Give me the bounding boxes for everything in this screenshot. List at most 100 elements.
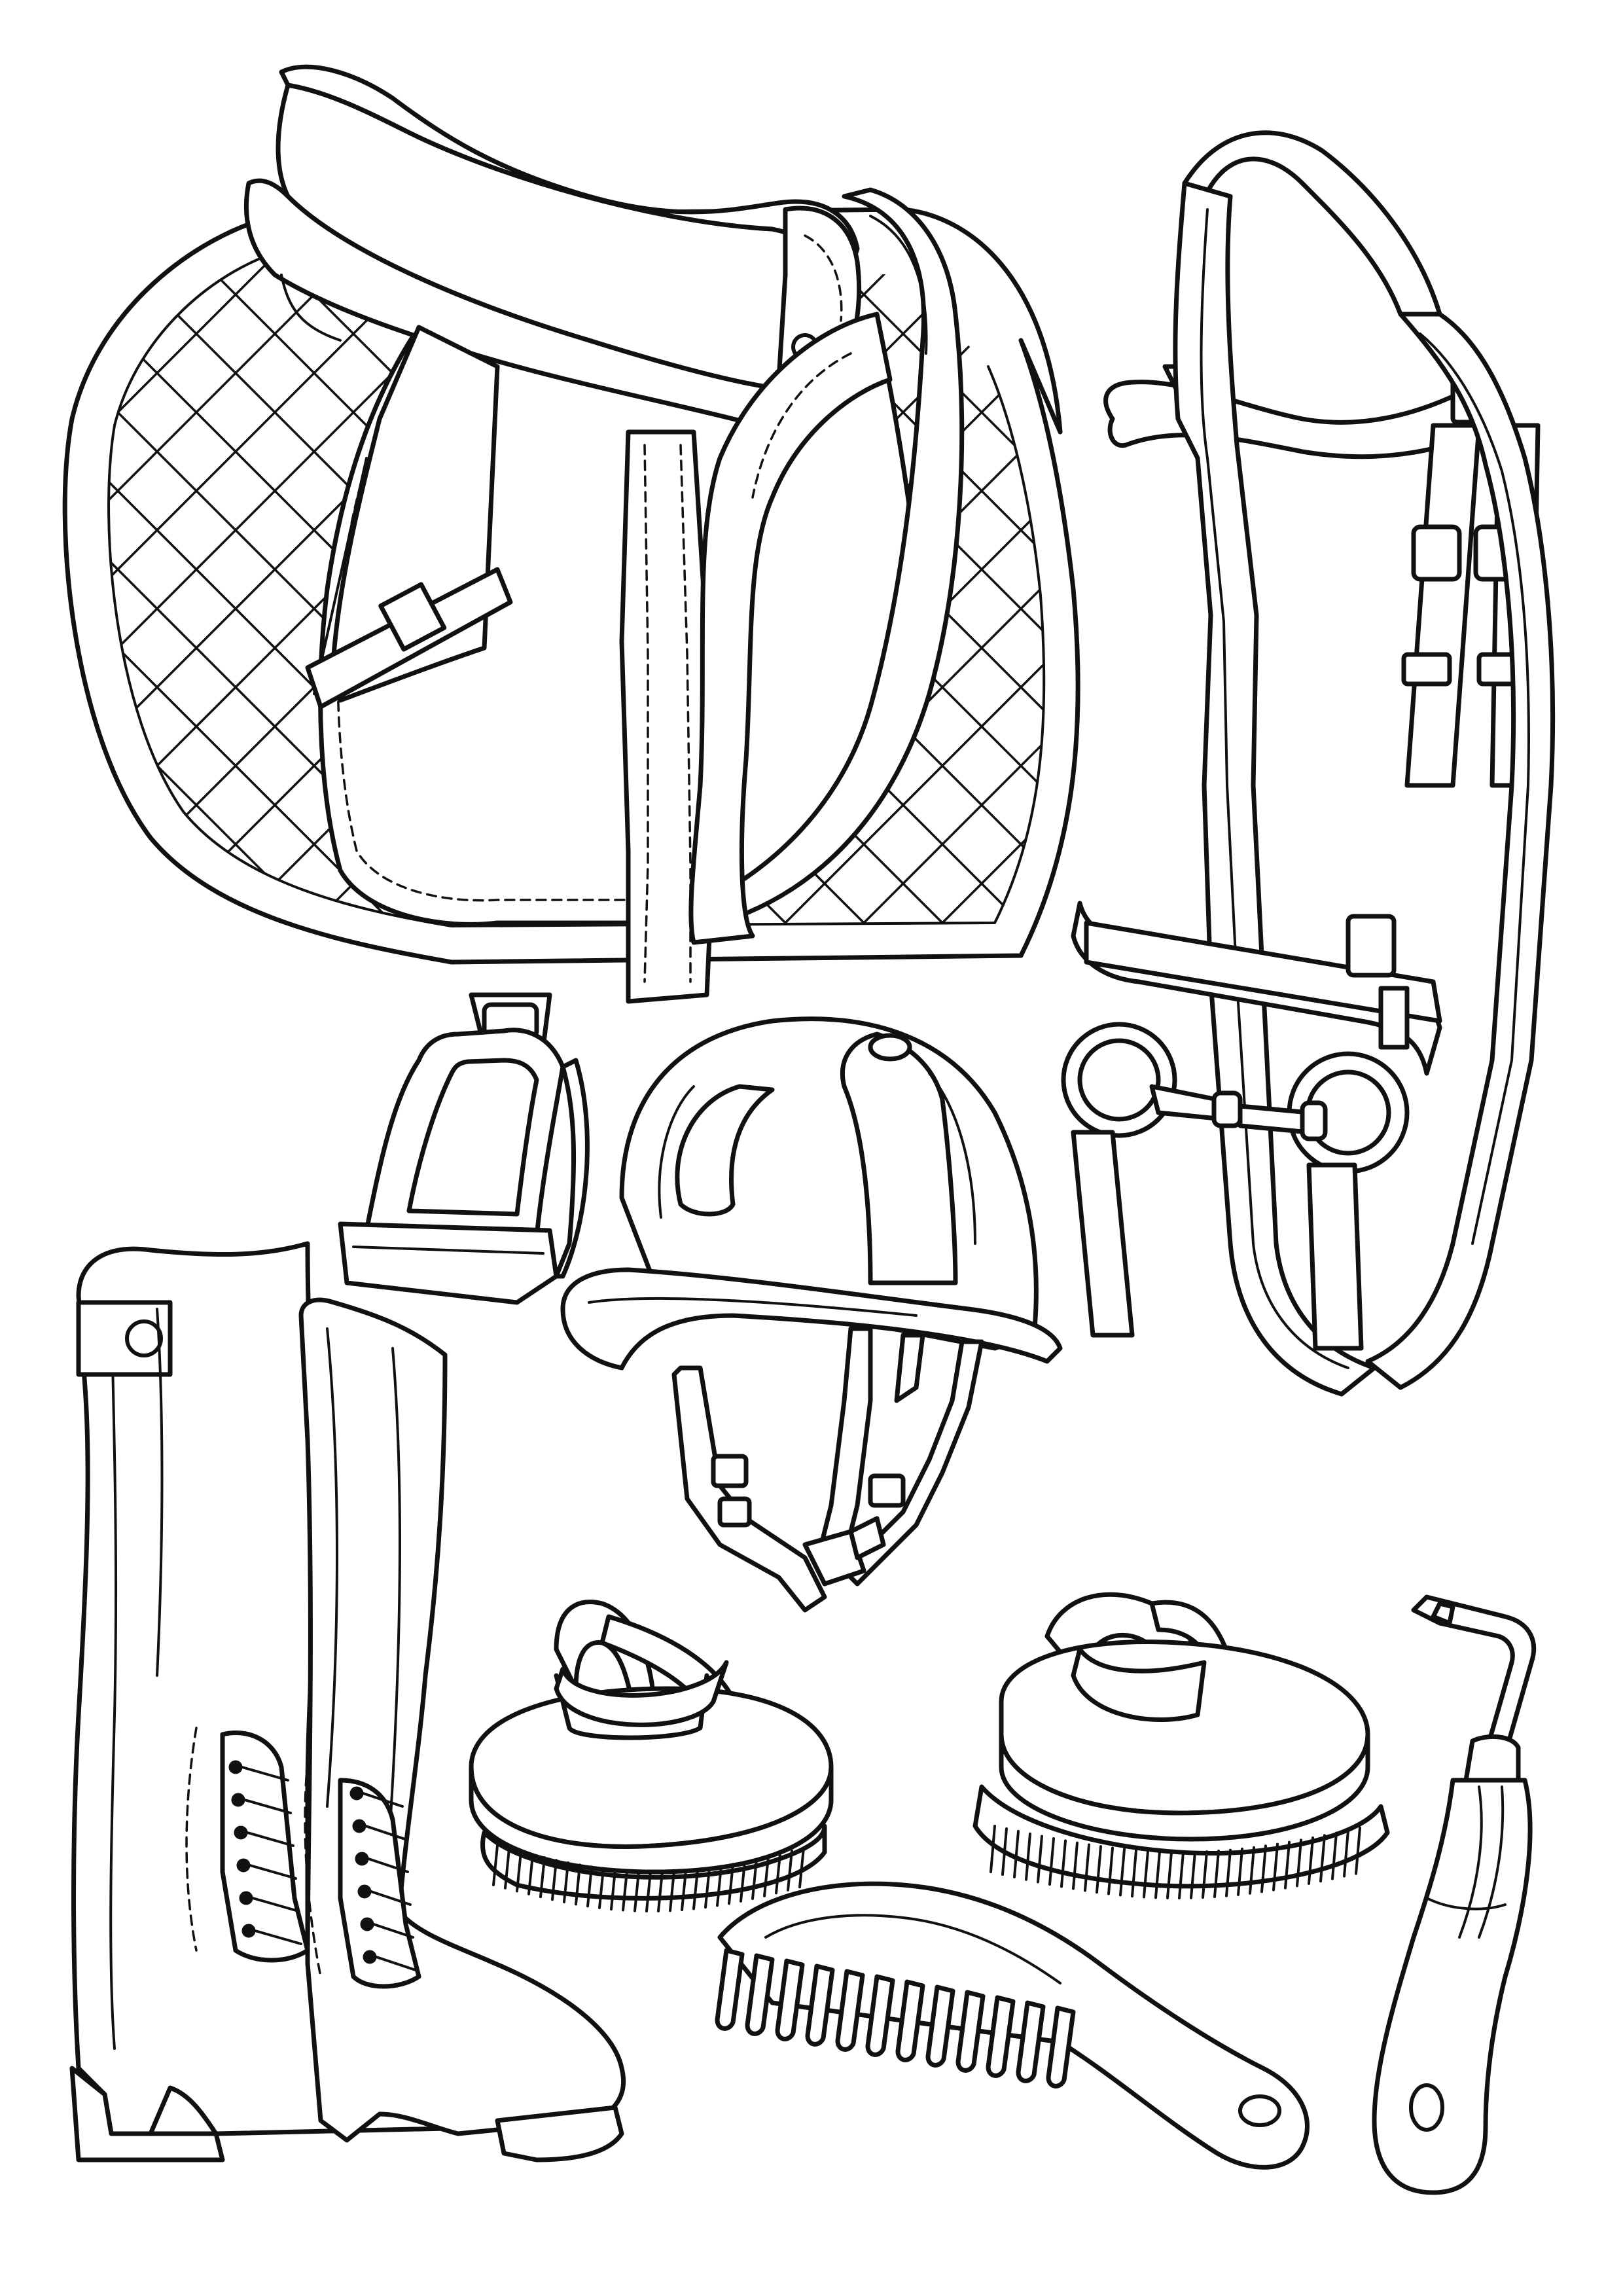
comb-tooth xyxy=(775,1958,805,2041)
eyelet xyxy=(241,1924,256,1938)
bristle xyxy=(657,1870,664,1912)
eyelet xyxy=(352,1819,366,1833)
eyelet xyxy=(236,1858,251,1873)
comb-tooth xyxy=(745,1953,775,2036)
bristle xyxy=(1143,1850,1149,1899)
bridle xyxy=(1061,130,1556,1397)
bristle xyxy=(1343,1829,1349,1878)
bristle xyxy=(1096,1845,1102,1894)
saddle xyxy=(243,64,965,1004)
bristle xyxy=(1107,1846,1114,1895)
bristle xyxy=(1131,1849,1137,1898)
bristle xyxy=(1308,1836,1314,1885)
bristle xyxy=(1001,1827,1008,1876)
bristle xyxy=(610,1868,616,1910)
hoof-pick xyxy=(1372,1594,1537,2195)
bristle xyxy=(1296,1839,1302,1888)
bristle xyxy=(1013,1829,1020,1878)
quilt-line xyxy=(797,249,1044,926)
bristle xyxy=(1154,1850,1161,1899)
lace xyxy=(246,1831,294,1847)
comb-tooth xyxy=(715,1948,745,2031)
bristle xyxy=(1190,1850,1196,1899)
brush-bristles xyxy=(492,1844,805,1912)
eyelet xyxy=(355,1852,369,1866)
lace xyxy=(243,1799,292,1814)
mane-comb xyxy=(715,1881,1310,2170)
comb-tooth xyxy=(1046,2005,1076,2089)
lace xyxy=(362,1792,404,1808)
comb-tooth xyxy=(805,1964,835,2047)
bristle xyxy=(787,1849,793,1892)
bristle xyxy=(1260,1844,1267,1893)
bristle xyxy=(1037,1835,1043,1884)
lace xyxy=(365,1825,406,1840)
bristle xyxy=(527,1853,534,1895)
bristle xyxy=(740,1860,746,1903)
bristle xyxy=(1202,1850,1208,1899)
comb-tooth xyxy=(986,1995,1016,2078)
bristle xyxy=(1119,1848,1126,1897)
body-brush-small xyxy=(469,1600,834,1912)
bristle xyxy=(1284,1840,1291,1890)
brush-bristles xyxy=(990,1825,1361,1899)
quilt-line xyxy=(509,249,1044,926)
quilt-line xyxy=(109,249,538,926)
bristle xyxy=(1060,1839,1067,1888)
eyelet xyxy=(239,1891,253,1905)
bristle xyxy=(1237,1847,1243,1896)
bristle xyxy=(1072,1841,1079,1890)
eyelet xyxy=(360,1917,374,1931)
bristle xyxy=(775,1852,781,1895)
lace xyxy=(241,1766,289,1782)
comb-tooth xyxy=(925,1984,955,2068)
bristle xyxy=(504,1847,510,1890)
bristle xyxy=(633,1870,640,1912)
bristle xyxy=(1025,1832,1031,1881)
lace xyxy=(372,1923,414,1939)
bristle xyxy=(798,1846,805,1889)
bristle xyxy=(1249,1846,1255,1895)
bristle xyxy=(1355,1826,1361,1875)
lace xyxy=(254,1929,302,1945)
bristle xyxy=(1178,1850,1185,1899)
bristle xyxy=(716,1865,722,1907)
bristle xyxy=(551,1859,558,1901)
comb-tooth xyxy=(1016,2000,1046,2083)
riding-helmet xyxy=(560,1016,1063,1613)
lace xyxy=(251,1897,300,1912)
eyelet xyxy=(231,1793,245,1807)
quilt-line xyxy=(109,249,826,926)
quilt-line xyxy=(109,249,381,926)
bristle xyxy=(1319,1834,1326,1883)
eyelet xyxy=(228,1760,243,1774)
bristle xyxy=(763,1855,770,1897)
bristle xyxy=(1272,1842,1279,1892)
eyelet xyxy=(363,1950,377,1964)
quilt-line xyxy=(0,229,65,1276)
body-brush-large xyxy=(972,1592,1390,1899)
comb-tooth xyxy=(835,1969,865,2052)
bristle xyxy=(622,1869,628,1912)
bristle xyxy=(681,1869,687,1912)
bristle xyxy=(586,1865,593,1908)
bristle xyxy=(1084,1843,1090,1892)
bristle xyxy=(575,1863,581,1906)
bristle xyxy=(669,1870,675,1912)
bristle xyxy=(1331,1831,1338,1880)
eyelet xyxy=(234,1825,248,1840)
lace xyxy=(375,1956,417,1971)
bristle xyxy=(539,1856,546,1899)
eyelet xyxy=(357,1884,372,1899)
bristle xyxy=(1213,1850,1220,1899)
eyelet xyxy=(349,1786,364,1801)
comb-tooth xyxy=(955,1990,986,2073)
bristle xyxy=(728,1863,734,1905)
comb-tooth xyxy=(865,1974,895,2057)
bristle xyxy=(1048,1837,1055,1886)
bristle xyxy=(751,1857,758,1900)
bristle xyxy=(1166,1850,1173,1899)
lace xyxy=(370,1890,412,1906)
comb-teeth xyxy=(715,1948,1076,2089)
